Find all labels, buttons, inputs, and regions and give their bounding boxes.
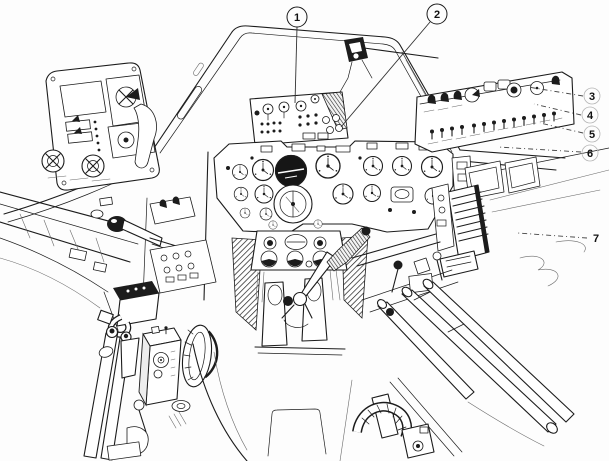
callout-2-label: 2 bbox=[434, 9, 440, 21]
callout-1: 1 bbox=[286, 6, 308, 28]
rudder-pedals bbox=[254, 277, 346, 356]
callout-4: 4 bbox=[581, 106, 599, 124]
callout-6: 6 bbox=[581, 144, 599, 162]
callout-7: 7 bbox=[593, 233, 599, 245]
upper-armament-panel bbox=[249, 91, 349, 146]
trim-wheel bbox=[181, 324, 219, 388]
callout-5: 5 bbox=[583, 125, 601, 143]
fuselage-structure-left bbox=[0, 151, 159, 331]
left-console bbox=[90, 151, 217, 301]
seat-rails-right bbox=[351, 233, 575, 447]
callout-4-label: 4 bbox=[587, 110, 594, 122]
callout-6-label: 6 bbox=[587, 148, 593, 160]
callout-3-label: 3 bbox=[589, 91, 595, 103]
callout-5-label: 5 bbox=[589, 129, 595, 141]
oxygen-hose bbox=[352, 377, 463, 459]
callout-1-label: 1 bbox=[294, 12, 300, 24]
gunsight-unit bbox=[339, 37, 439, 93]
lower-left-equipment bbox=[83, 281, 219, 461]
callout-leaders bbox=[294, 21, 588, 239]
right-switch-panel bbox=[414, 71, 575, 153]
callout-7-label: 7 bbox=[593, 233, 599, 245]
main-instrument-panel bbox=[213, 132, 474, 331]
callout-2: 2 bbox=[426, 3, 448, 25]
left-equipment-panel bbox=[41, 62, 160, 191]
control-stick bbox=[281, 226, 371, 328]
callout-3: 3 bbox=[583, 87, 601, 105]
cockpit-floor bbox=[192, 343, 353, 461]
